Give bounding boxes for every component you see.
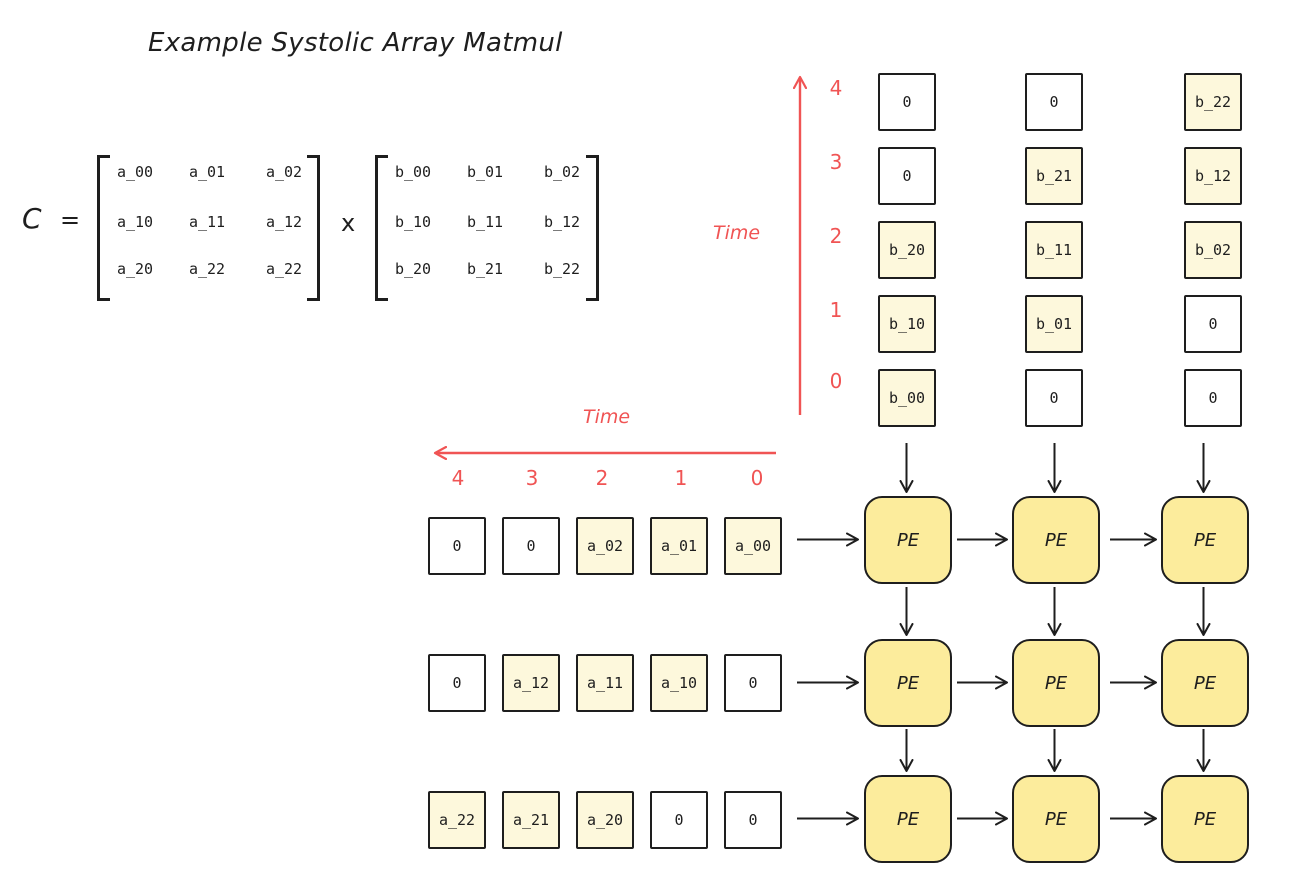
- diagram-title: Example Systolic Array Matmul: [148, 28, 563, 58]
- b-input-cell: b_22: [1184, 73, 1242, 131]
- matrix-a-entry: a_02: [265, 163, 303, 181]
- b-input-cell: b_21: [1025, 147, 1083, 205]
- a-input-cell: 0: [724, 791, 782, 849]
- b-input-cell: b_10: [878, 295, 936, 353]
- a-input-cell: a_21: [502, 791, 560, 849]
- matrix-b-entry: b_01: [466, 163, 504, 181]
- b-input-cell: 0: [1025, 369, 1083, 427]
- horizontal-time-tick: 2: [595, 466, 609, 490]
- b-input-cell: b_12: [1184, 147, 1242, 205]
- matrix-a-left-bracket: [97, 155, 110, 301]
- b-input-cell: 0: [1184, 295, 1242, 353]
- vertical-time-label: Time: [713, 222, 761, 244]
- a-input-cell: a_20: [576, 791, 634, 849]
- matrix-b-entry: b_20: [394, 260, 432, 278]
- b-input-cell: b_11: [1025, 221, 1083, 279]
- a-input-cell: a_12: [502, 654, 560, 712]
- vertical-time-tick: 2: [829, 224, 843, 248]
- b-input-cell: 0: [1184, 369, 1242, 427]
- a-input-cell: a_11: [576, 654, 634, 712]
- pe-1-1: PE: [1012, 639, 1100, 727]
- matrix-a-entry: a_22: [265, 260, 303, 278]
- pe-1-0: PE: [864, 639, 952, 727]
- pe-0-2: PE: [1161, 496, 1249, 584]
- horizontal-time-label: Time: [583, 406, 631, 428]
- a-input-cell: 0: [650, 791, 708, 849]
- a-input-cell: 0: [428, 654, 486, 712]
- matrix-a-right-bracket: [307, 155, 320, 301]
- a-input-cell: 0: [428, 517, 486, 575]
- matrix-a-entry: a_00: [116, 163, 154, 181]
- a-input-cell: 0: [502, 517, 560, 575]
- matrix-b-entry: b_02: [543, 163, 581, 181]
- matrix-b-entry: b_00: [394, 163, 432, 181]
- horizontal-time-tick: 3: [525, 466, 539, 490]
- matrix-a-entry: a_01: [188, 163, 226, 181]
- vertical-time-tick: 0: [829, 369, 843, 393]
- matrix-b-entry: b_21: [466, 260, 504, 278]
- b-input-cell: b_20: [878, 221, 936, 279]
- b-input-cell: b_01: [1025, 295, 1083, 353]
- matrix-a-entry: a_12: [265, 213, 303, 231]
- matrix-b-left-bracket: [375, 155, 388, 301]
- horizontal-time-tick: 0: [750, 466, 764, 490]
- equals-sign: =: [60, 206, 81, 234]
- matrix-a-entry: a_20: [116, 260, 154, 278]
- a-input-cell: a_22: [428, 791, 486, 849]
- a-input-cell: a_02: [576, 517, 634, 575]
- matrix-b-entry: b_12: [543, 213, 581, 231]
- vertical-time-tick: 1: [829, 298, 843, 322]
- pe-1-2: PE: [1161, 639, 1249, 727]
- result-matrix-label: C: [22, 202, 42, 235]
- multiply-operator: x: [341, 209, 356, 237]
- pe-0-0: PE: [864, 496, 952, 584]
- matrix-a-entry: a_11: [188, 213, 226, 231]
- matrix-b-right-bracket: [586, 155, 599, 301]
- b-input-cell: 0: [878, 147, 936, 205]
- b-input-cell: 0: [878, 73, 936, 131]
- vertical-time-tick: 3: [829, 150, 843, 174]
- vertical-time-tick: 4: [829, 76, 843, 100]
- matrix-a-entry: a_22: [188, 260, 226, 278]
- a-input-cell: 0: [724, 654, 782, 712]
- b-input-cell: 0: [1025, 73, 1083, 131]
- horizontal-time-tick: 1: [674, 466, 688, 490]
- b-input-cell: b_00: [878, 369, 936, 427]
- matrix-b-entry: b_10: [394, 213, 432, 231]
- horizontal-time-tick: 4: [451, 466, 465, 490]
- matrix-b-entry: b_11: [466, 213, 504, 231]
- a-input-cell: a_00: [724, 517, 782, 575]
- pe-0-1: PE: [1012, 496, 1100, 584]
- a-input-cell: a_01: [650, 517, 708, 575]
- pe-2-2: PE: [1161, 775, 1249, 863]
- b-input-cell: b_02: [1184, 221, 1242, 279]
- pe-2-1: PE: [1012, 775, 1100, 863]
- matrix-b-entry: b_22: [543, 260, 581, 278]
- matrix-a-entry: a_10: [116, 213, 154, 231]
- pe-2-0: PE: [864, 775, 952, 863]
- dataflow-arrows: [797, 443, 1211, 826]
- a-input-cell: a_10: [650, 654, 708, 712]
